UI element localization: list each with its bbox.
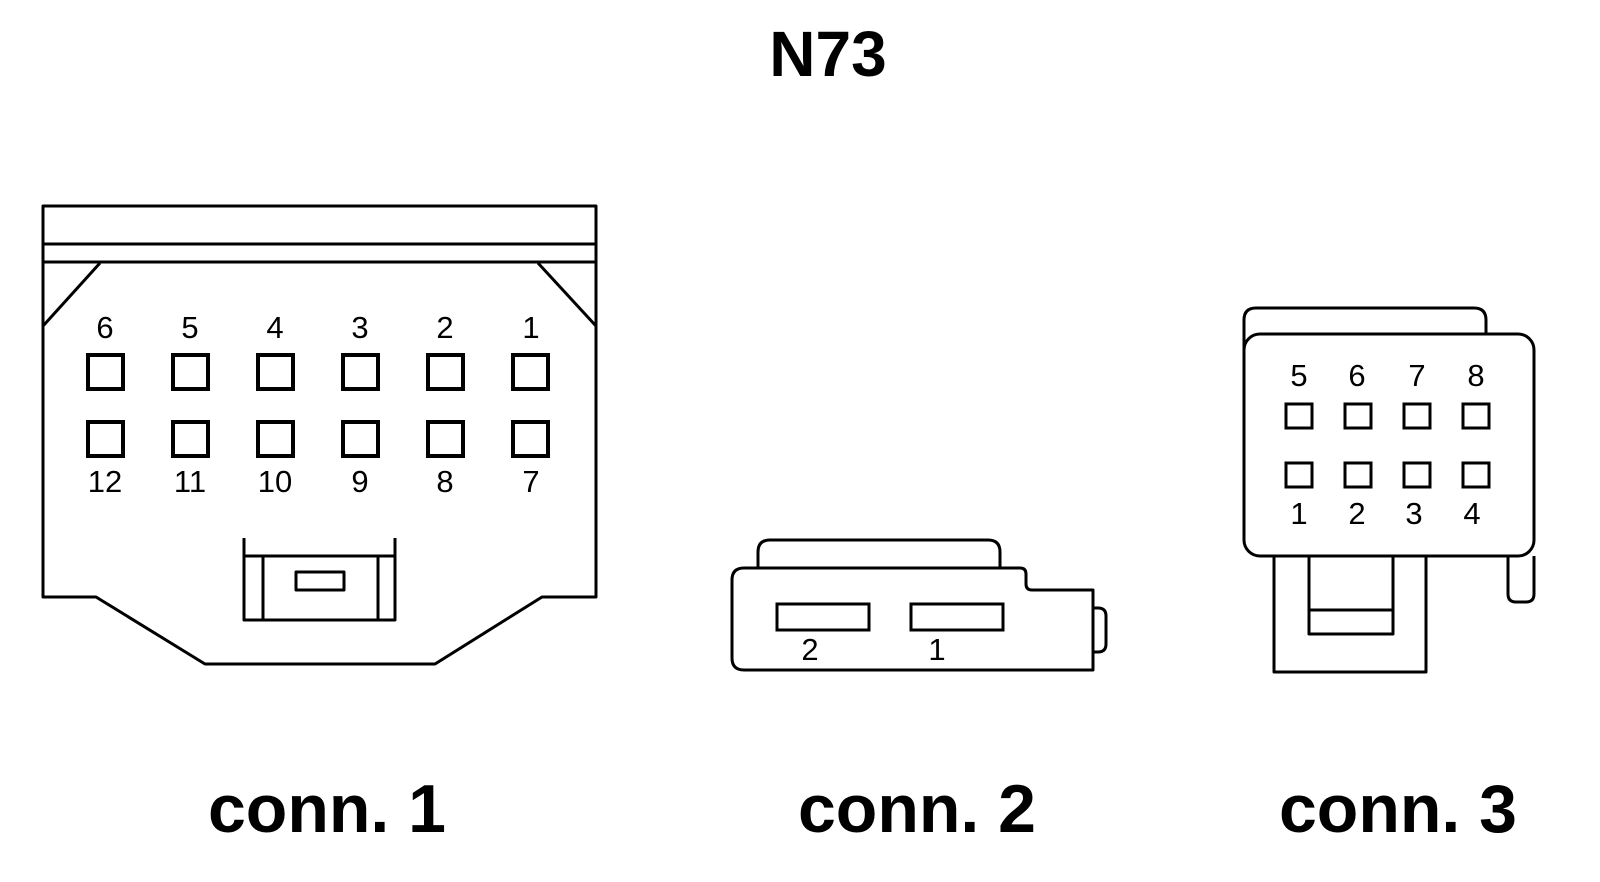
connector-3-latch bbox=[1272, 548, 1428, 674]
pin-cavity bbox=[1343, 402, 1373, 430]
pin-cavity bbox=[171, 353, 210, 391]
connector-1-housing bbox=[41, 204, 598, 666]
pin-cavity bbox=[1402, 402, 1432, 430]
pin-label: 8 bbox=[436, 464, 453, 499]
pin-label: 9 bbox=[351, 464, 368, 499]
pin-cavity bbox=[1402, 461, 1432, 489]
pin-label: 12 bbox=[88, 464, 122, 499]
pin-cavity bbox=[341, 420, 380, 458]
pin-label: 2 bbox=[436, 310, 453, 345]
pin-label: 1 bbox=[1290, 496, 1307, 531]
pin-label: 2 bbox=[801, 632, 818, 667]
pin-cavity bbox=[511, 420, 550, 458]
pin-cavity bbox=[426, 420, 465, 458]
pin-cavity bbox=[426, 353, 465, 391]
pin-label: 7 bbox=[1408, 358, 1425, 393]
pin-cavity bbox=[256, 353, 295, 391]
pin-label: 6 bbox=[96, 310, 113, 345]
pin-cavity bbox=[1343, 461, 1373, 489]
pin-label: 3 bbox=[1405, 496, 1422, 531]
connector-1-chamfer-left bbox=[41, 261, 102, 328]
connector-1-latch bbox=[242, 538, 397, 622]
connector-1-top-row: 6 5 4 3 2 1 bbox=[86, 310, 550, 391]
pin-cavity bbox=[511, 353, 550, 391]
connector-2-caption: conn. 2 bbox=[798, 771, 1036, 847]
pin-label: 5 bbox=[1290, 358, 1307, 393]
pin-cavity bbox=[171, 420, 210, 458]
connector-1-chamfer-right bbox=[536, 261, 598, 328]
connector-2-top-latch bbox=[756, 538, 1002, 572]
pin-label: 1 bbox=[928, 632, 945, 667]
pin-cavity bbox=[1461, 402, 1491, 430]
connector-1-bottom-row: 12 11 10 9 8 7 bbox=[86, 420, 550, 499]
connector-2: 2 1 conn. 2 bbox=[730, 538, 1108, 847]
pin-cavity bbox=[1461, 461, 1491, 489]
pin-cavity bbox=[86, 420, 125, 458]
pin-cavity bbox=[909, 602, 1005, 632]
pin-cavity bbox=[86, 353, 125, 391]
connector-3: 5 6 7 8 1 2 3 4 conn. 3 bbox=[1242, 306, 1536, 847]
connector-3-side-hook bbox=[1506, 556, 1536, 604]
connector-1: 6 5 4 3 2 1 12 11 10 9 8 7 bbox=[41, 204, 598, 847]
pin-cavity bbox=[775, 602, 871, 632]
diagram-title: N73 bbox=[769, 18, 886, 90]
pin-label: 2 bbox=[1348, 496, 1365, 531]
pin-cavity bbox=[256, 420, 295, 458]
connector-3-caption: conn. 3 bbox=[1279, 771, 1517, 847]
pin-label: 1 bbox=[522, 310, 539, 345]
pin-label: 6 bbox=[1348, 358, 1365, 393]
connector-2-side-tab bbox=[1093, 606, 1108, 654]
pin-cavity bbox=[1284, 461, 1314, 489]
pin-label: 4 bbox=[266, 310, 283, 345]
pin-label: 10 bbox=[258, 464, 292, 499]
connector-3-housing bbox=[1242, 332, 1536, 558]
pin-label: 3 bbox=[351, 310, 368, 345]
pin-label: 11 bbox=[174, 464, 206, 499]
pin-cavity bbox=[341, 353, 380, 391]
pin-label: 8 bbox=[1467, 358, 1484, 393]
connector-1-caption: conn. 1 bbox=[208, 771, 446, 847]
pin-label: 7 bbox=[522, 464, 539, 499]
pin-label: 4 bbox=[1463, 496, 1480, 531]
pin-cavity bbox=[1284, 402, 1314, 430]
pin-label: 5 bbox=[181, 310, 198, 345]
